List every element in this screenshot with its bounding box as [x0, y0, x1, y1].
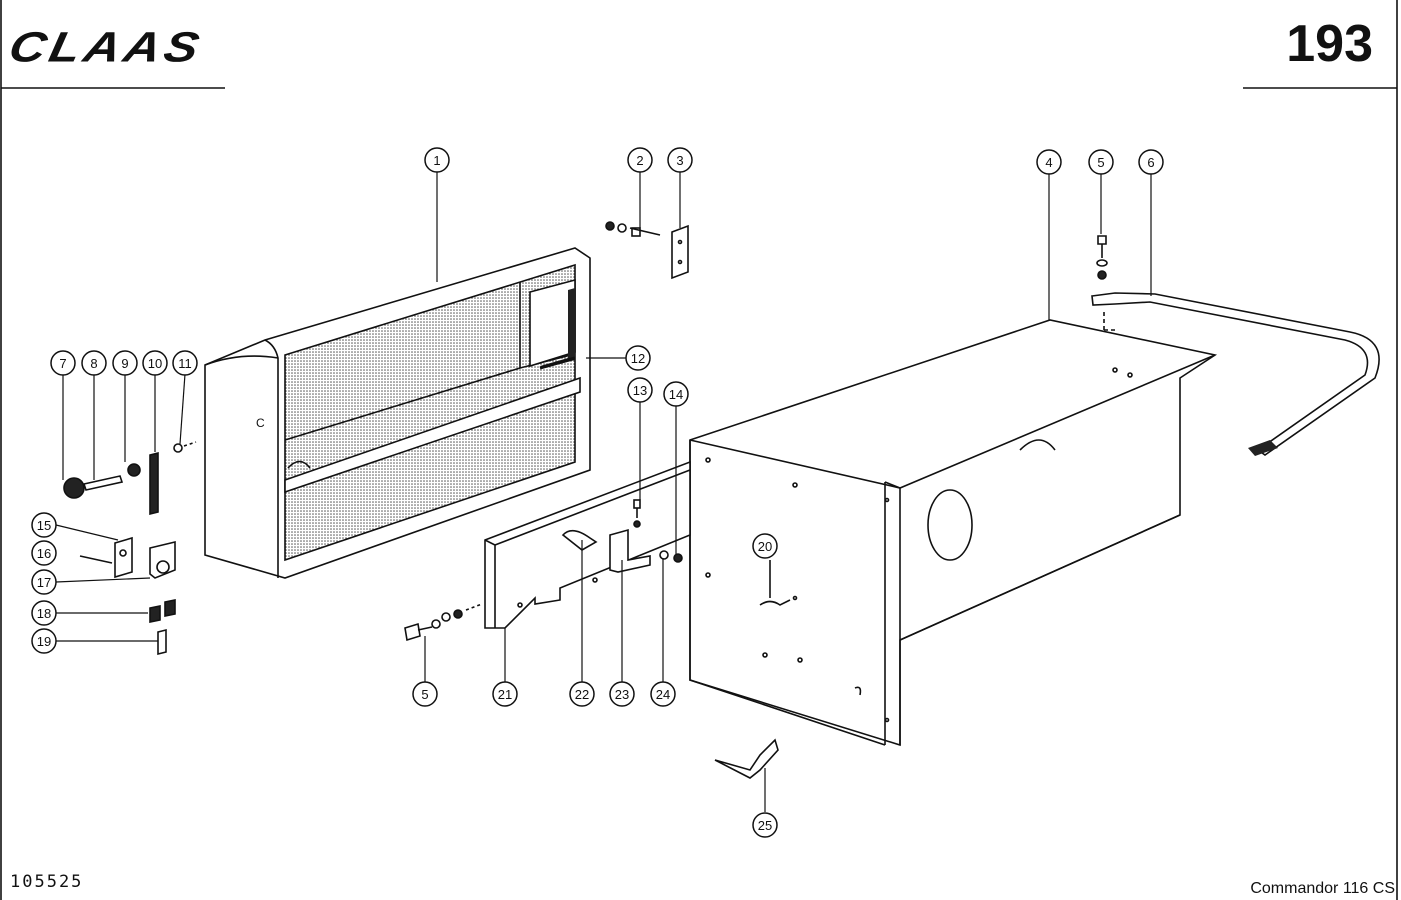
part-knob	[759, 560, 798, 606]
callout-label: 20	[758, 539, 772, 554]
callout-20: 20	[752, 533, 778, 559]
callout-19: 19	[31, 628, 57, 654]
callout-label: 23	[615, 687, 629, 702]
callout-label: 24	[656, 687, 670, 702]
callout-label: 22	[575, 687, 589, 702]
callout-17: 17	[31, 569, 57, 595]
callout-1: 1	[424, 147, 450, 173]
callout-label: 5	[421, 687, 428, 702]
part-handle-assembly	[63, 441, 197, 516]
part-hinge-bolt	[605, 221, 689, 280]
part-bracket-hardware	[561, 499, 683, 573]
callout-label: 1	[433, 153, 440, 168]
callout-label: 4	[1045, 155, 1052, 170]
callout-label: 5	[1097, 155, 1104, 170]
callout-label: 14	[669, 387, 683, 402]
callout-2: 2	[627, 147, 653, 173]
callout-label: 18	[37, 606, 51, 621]
part-cabinet: C	[204, 247, 591, 579]
callout-label: 2	[636, 153, 643, 168]
callout-label: 12	[631, 351, 645, 366]
leader-lines	[55, 172, 1152, 812]
callout-label: 11	[178, 356, 192, 371]
callout-9: 9	[112, 350, 138, 376]
callout-18: 18	[31, 600, 57, 626]
part-main-box	[689, 319, 1218, 747]
part-angle-bracket	[714, 738, 779, 779]
callout-label: 3	[676, 153, 683, 168]
part-bolt-stack	[404, 603, 483, 642]
callout-7: 7	[50, 350, 76, 376]
callout-13: 13	[627, 377, 653, 403]
callout-label: 8	[90, 356, 97, 371]
callout-6: 6	[1138, 149, 1164, 175]
callout-5: 5	[412, 681, 438, 707]
callout-12: 12	[625, 345, 651, 371]
callout-4: 4	[1036, 149, 1062, 175]
callout-5: 5	[1088, 149, 1114, 175]
callout-label: 13	[633, 383, 647, 398]
callout-8: 8	[81, 350, 107, 376]
callout-25: 25	[752, 812, 778, 838]
callout-label: 9	[121, 356, 128, 371]
callout-10: 10	[142, 350, 168, 376]
callout-label: 10	[148, 356, 162, 371]
callout-label: 17	[37, 575, 51, 590]
model-name: Commandor 116 CS	[1250, 880, 1395, 897]
callout-15: 15	[31, 512, 57, 538]
callout-label: 16	[37, 546, 51, 561]
callout-label: 15	[37, 518, 51, 533]
callout-22: 22	[569, 681, 595, 707]
svg-text:C: C	[256, 416, 265, 430]
page-number: 193	[1286, 15, 1373, 73]
callout-23: 23	[609, 681, 635, 707]
part-strap	[1091, 235, 1380, 456]
part-latch-assembly	[79, 536, 176, 656]
callout-label: 6	[1147, 155, 1154, 170]
callout-label: 21	[498, 687, 512, 702]
callout-24: 24	[650, 681, 676, 707]
callout-label: 25	[758, 818, 772, 833]
callout-21: 21	[492, 681, 518, 707]
callout-16: 16	[31, 540, 57, 566]
callout-11: 11	[172, 350, 198, 376]
callout-label: 7	[59, 356, 66, 371]
callout-3: 3	[667, 147, 693, 173]
document-number: 105525	[10, 872, 84, 892]
callout-label: 19	[37, 634, 51, 649]
callout-14: 14	[663, 381, 689, 407]
